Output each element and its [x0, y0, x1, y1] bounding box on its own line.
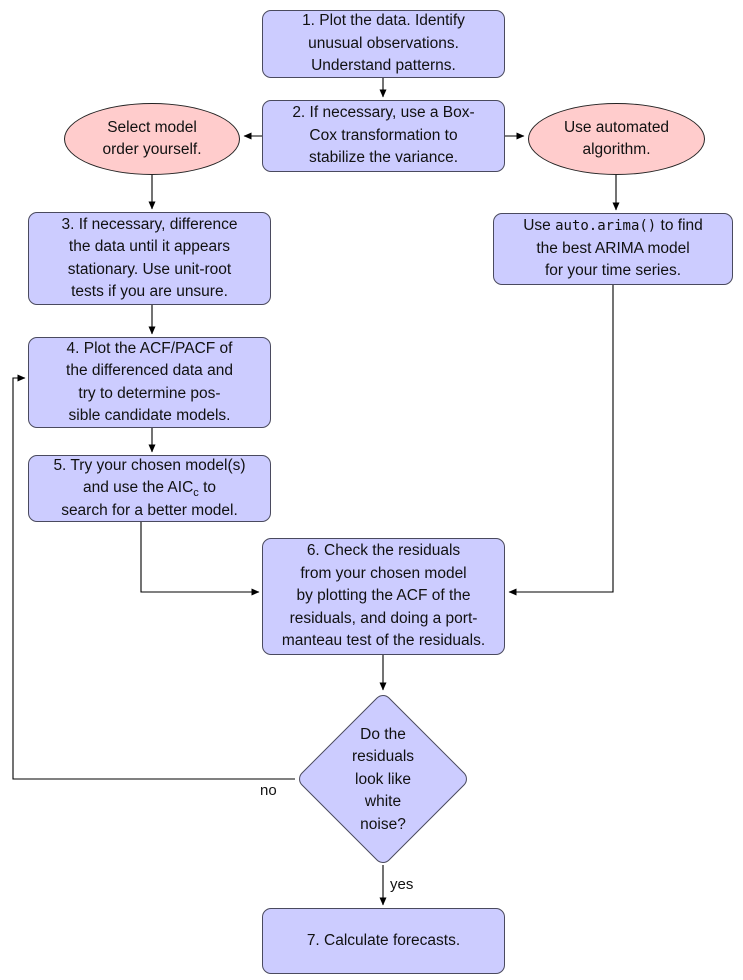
step-4-line: sible candidate models.: [68, 406, 231, 424]
step-1-line: Understand patterns.: [311, 57, 456, 75]
step-5-aic-suffix: to: [198, 479, 217, 497]
step-6-line: by plotting the ACF of the: [296, 587, 471, 605]
auto-arima-line: for your time series.: [544, 262, 682, 280]
auto-arima-line: the best ARIMA model: [536, 239, 690, 257]
step-1-line: unusual observations.: [308, 34, 459, 52]
no-edge-label: no: [259, 782, 278, 800]
step-3-line: tests if you are unsure.: [71, 282, 228, 300]
decision-line: look like: [355, 770, 411, 788]
step-4-line: try to determine pos-: [78, 384, 221, 402]
step-5-try-models-box: 5. Try your chosen model(s) and use the …: [28, 455, 271, 522]
step-3-difference-box: 3. If necessary, difference the data unt…: [28, 212, 271, 305]
step-5-line: 5. Try your chosen model(s): [53, 456, 246, 474]
decision-line: white: [364, 793, 402, 811]
auto-arima-line: Use auto.arima() to find: [523, 215, 703, 237]
step-2-boxcox-box: 2. If necessary, use a Box- Cox transfor…: [262, 100, 505, 172]
step-7-line: 7. Calculate forecasts.: [306, 931, 461, 949]
step-2-line: Cox transformation to: [309, 126, 458, 144]
step-3-line: stationary. Use unit-root: [67, 260, 232, 278]
step-5-line: and use the AICc to: [83, 477, 216, 499]
step-6-check-residuals-box: 6. Check the residuals from your chosen …: [262, 538, 505, 655]
auto-arima-prefix: Use: [523, 217, 556, 235]
decision-line: residuals: [351, 748, 415, 766]
arrow-no-loop: [12, 374, 295, 780]
step-6-line: from your chosen model: [300, 564, 467, 582]
step-4-acf-pacf-box: 4. Plot the ACF/PACF of the differenced …: [28, 337, 271, 428]
step-3-line: the data until it appears: [68, 238, 231, 256]
select-model-yourself-ellipse: Select model order yourself.: [64, 103, 240, 175]
step-6-line: residuals, and doing a port-: [289, 609, 478, 627]
decision-line: Do the: [360, 725, 406, 743]
auto-arima-box: Use auto.arima() to find the best ARIMA …: [493, 213, 733, 285]
arrow-boxauto-box6: [508, 285, 614, 596]
auto-arima-code: auto.arima(): [555, 218, 657, 235]
ellipse-left-line: Select model: [107, 118, 197, 136]
step-5-aic-subscript: c: [193, 487, 199, 500]
use-automated-algorithm-ellipse: Use automated algorithm.: [528, 103, 705, 175]
step-2-line: stabilize the variance.: [308, 149, 459, 167]
yes-edge-label: yes: [389, 876, 415, 894]
white-noise-decision-text: Do the residuals look like white noise?: [313, 706, 453, 854]
step-5-aic-prefix: and use the AIC: [82, 479, 194, 497]
step-7-calculate-forecasts-box: 7. Calculate forecasts.: [262, 908, 505, 974]
decision-line: noise?: [360, 815, 406, 833]
step-6-line: 6. Check the residuals: [306, 542, 461, 560]
step-4-line: 4. Plot the ACF/PACF of: [66, 339, 233, 357]
arrow-box5-box6: [140, 522, 260, 596]
step-3-line: 3. If necessary, difference: [61, 215, 238, 233]
ellipse-right-line: Use automated: [563, 118, 670, 136]
step-6-line: manteau test of the residuals.: [281, 632, 486, 650]
step-5-line: search for a better model.: [61, 501, 238, 519]
auto-arima-suffix: to find: [656, 217, 703, 235]
step-2-line: 2. If necessary, use a Box-: [292, 104, 475, 122]
step-1-plot-data-box: 1. Plot the data. Identify unusual obser…: [262, 10, 505, 78]
ellipse-left-line: order yourself.: [102, 141, 202, 158]
step-1-line: 1. Plot the data. Identify: [302, 12, 465, 30]
ellipse-right-line: algorithm.: [582, 141, 651, 158]
step-4-line: the differenced data and: [66, 362, 233, 380]
